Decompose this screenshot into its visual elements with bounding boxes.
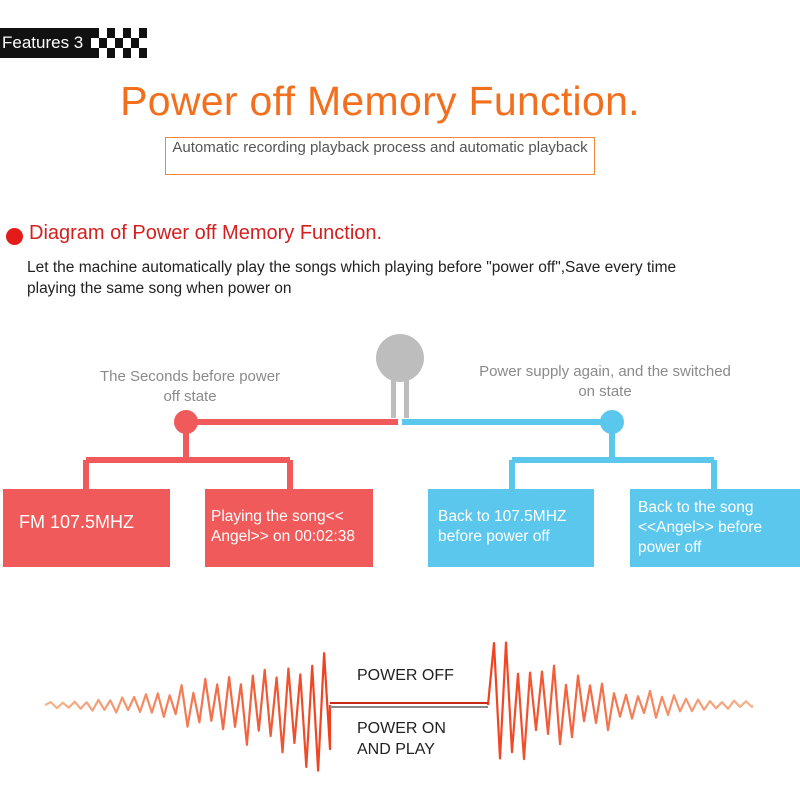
feature-tag-label: Features 3	[0, 28, 92, 58]
subtitle-box: Automatic recording playback process and…	[165, 137, 595, 175]
checker-square	[123, 38, 132, 48]
checker-square	[91, 38, 100, 48]
section-title: Diagram of Power off Memory Function.	[29, 222, 383, 244]
red-node-dot	[174, 410, 198, 434]
checker-square	[131, 38, 140, 48]
left-caption: The Seconds before power off state	[99, 368, 281, 405]
power-on-text: POWER ON AND PLAY	[357, 720, 446, 758]
power-on-label: POWER ON AND PLAY	[357, 718, 467, 760]
checker-square	[131, 48, 140, 58]
fm-frequency-box: FM 107.5MHZ	[3, 489, 170, 567]
subtitle-text: Automatic recording playback process and…	[172, 139, 588, 156]
waveform-left	[44, 652, 332, 772]
checker-square	[99, 28, 108, 38]
blue-node-dot	[600, 410, 624, 434]
power-switch-icon	[376, 334, 424, 418]
checker-square	[115, 28, 124, 38]
checker-square	[91, 48, 100, 58]
back-to-frequency-box: Back to 107.5MHZ before power off	[428, 489, 594, 567]
checker-square	[107, 48, 116, 58]
right-caption: Power supply again, and the switched on …	[479, 363, 731, 400]
feature-tag: Features 3	[0, 28, 148, 58]
checker-square	[123, 48, 132, 58]
checker-square	[91, 28, 100, 38]
checker-square	[99, 48, 108, 58]
page-title: Power off Memory Function.	[120, 78, 640, 124]
waveform-right	[486, 641, 754, 761]
checker-square	[139, 28, 148, 38]
checker-square	[115, 38, 124, 48]
checker-square	[123, 28, 132, 38]
section-bullet-icon	[6, 228, 23, 245]
section-description: Let the machine automatically play the s…	[27, 259, 677, 297]
checker-square	[99, 38, 108, 48]
waveform-graphic	[44, 641, 754, 772]
checker-square	[107, 38, 116, 48]
checker-square	[139, 38, 148, 48]
checker-square	[115, 48, 124, 58]
checker-square	[107, 28, 116, 38]
back-to-song-box: Back to the song <<Angel>> before power …	[630, 489, 800, 567]
checkered-flag-decoration	[91, 28, 148, 58]
checker-square	[139, 48, 148, 58]
checker-square	[131, 28, 140, 38]
power-off-diagram	[83, 334, 717, 490]
playing-song-box: Playing the song<< Angel>> on 00:02:38	[205, 489, 373, 567]
power-off-label: POWER OFF	[357, 667, 454, 684]
